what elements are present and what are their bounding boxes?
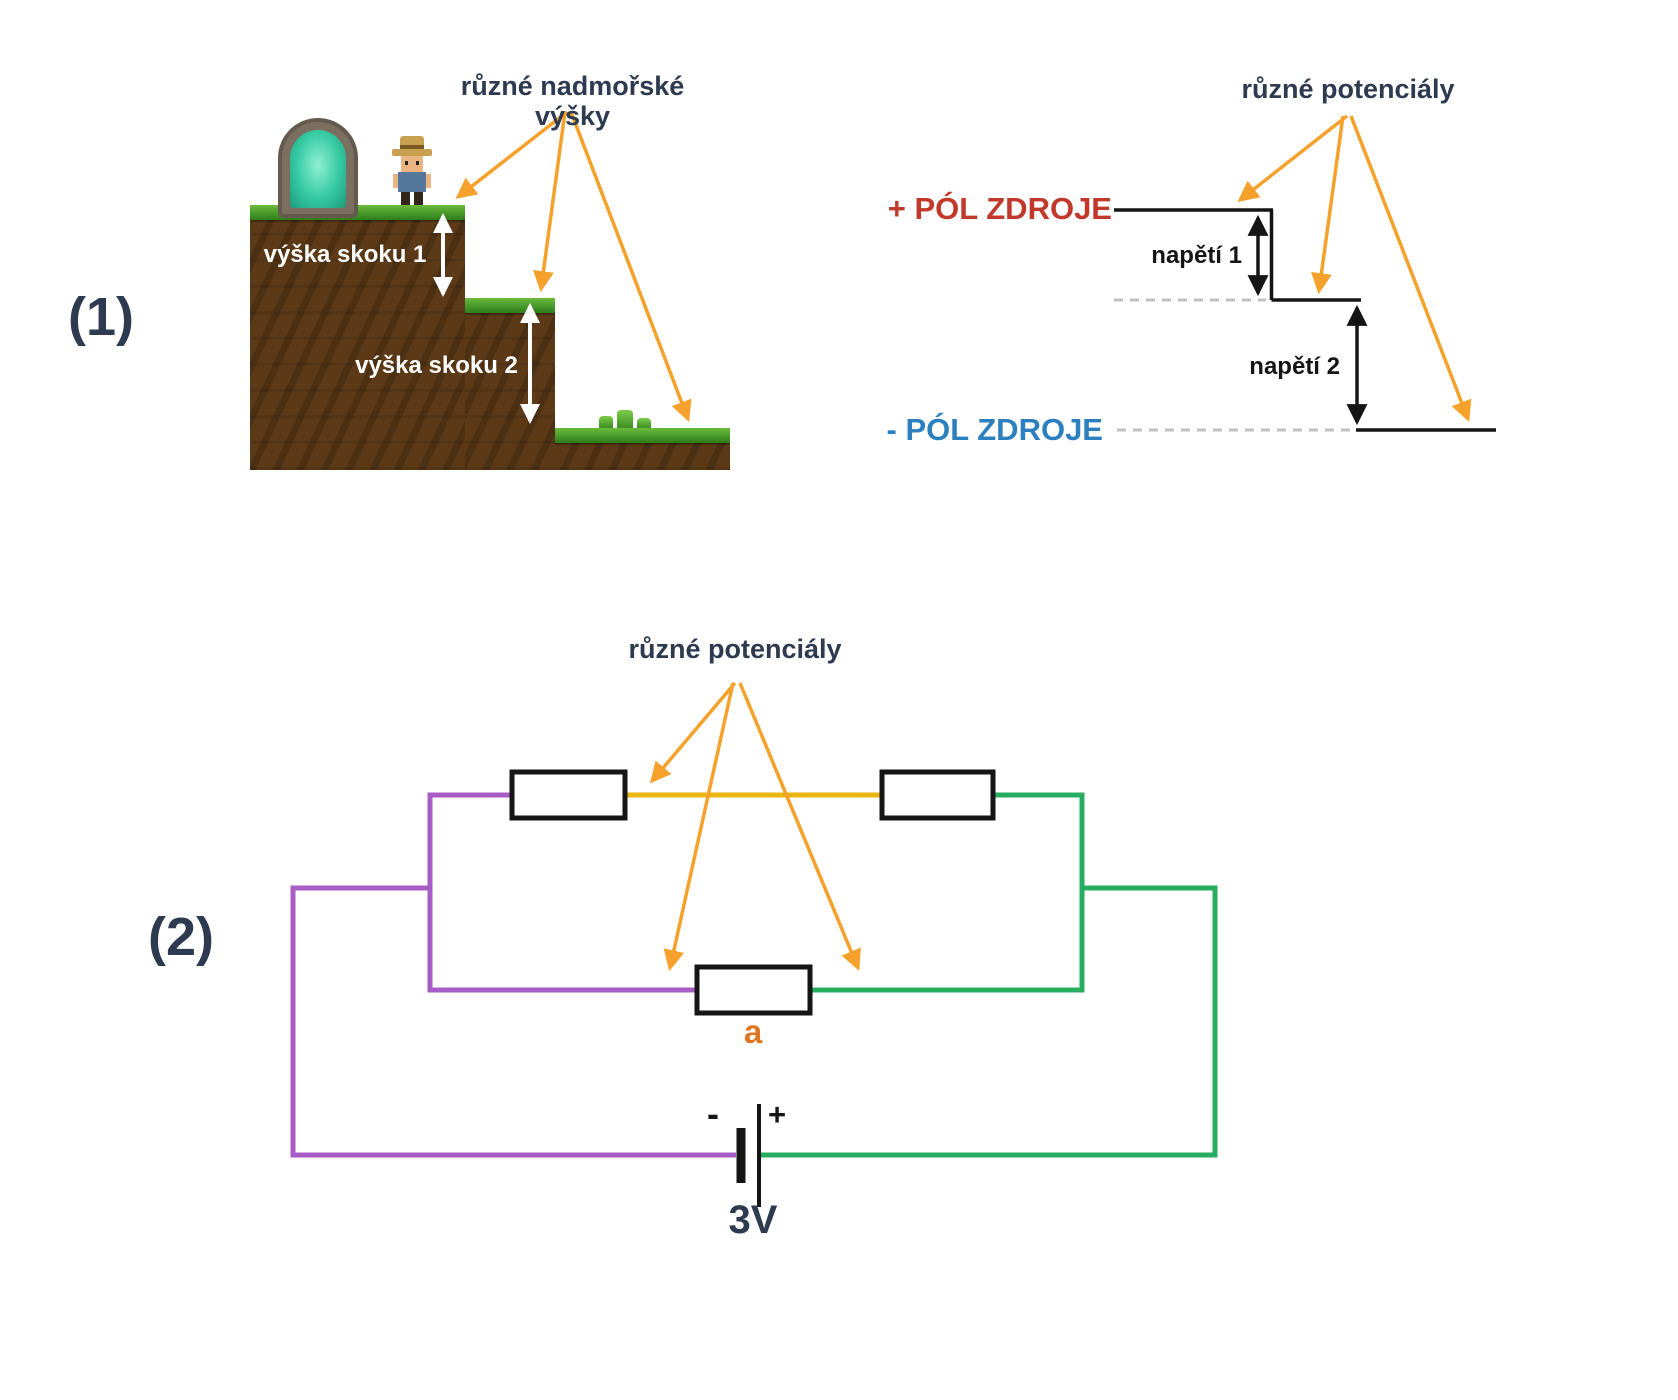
grass-tuft-blade: [599, 416, 613, 428]
battery-plus-label: +: [767, 1097, 787, 1132]
arrow-circuit-potential-1: [649, 681, 737, 784]
resistor-top-left: [509, 769, 628, 821]
character-arm-left: [393, 174, 398, 188]
grass-tuft-blade: [637, 418, 651, 428]
terrain-top-block: [250, 205, 465, 470]
jump1-label: výška skoku 1: [263, 241, 427, 268]
arrow-circuit-potential-3: [738, 682, 861, 971]
character-eye-left: [405, 161, 408, 165]
wire-green-inner: [809, 792, 1085, 993]
wire-purple-outer: [290, 885, 736, 1158]
grass-tuft-blade: [617, 410, 633, 428]
resistor-top-right: [879, 769, 996, 821]
character-leg-left: [401, 192, 410, 205]
character-head: [401, 156, 423, 172]
game-scene: [250, 110, 730, 470]
wire-green-outer: [761, 885, 1218, 1158]
arrow-potential-2: [1311, 115, 1345, 295]
arrow-potential-1: [1237, 114, 1349, 202]
voltage1-label: napětí 1: [1151, 242, 1242, 269]
plus-pole-label: + PÓL ZDROJE: [887, 191, 1112, 226]
arrow-altitude-2: [532, 111, 567, 293]
grass-tuft: [595, 410, 659, 428]
arrow-circuit-potential-2: [663, 682, 735, 972]
resistor-a-label: a: [743, 1013, 763, 1050]
section1-index: (1): [68, 287, 134, 347]
character-hat-brim: [392, 149, 432, 156]
wire-purple-inner: [427, 792, 697, 993]
terrain-middle-block: [465, 298, 555, 470]
character-eye-right: [416, 161, 419, 165]
altitude-label: různé nadmořské výšky: [460, 71, 685, 131]
battery-voltage-label: 3V: [728, 1198, 778, 1242]
minus-pole-label: - PÓL ZDROJE: [886, 412, 1103, 447]
character: [390, 136, 434, 206]
character-hat-band: [400, 145, 424, 149]
character-arm-right: [426, 174, 431, 188]
resistor-a: [694, 964, 813, 1016]
arrow-altitude-3: [569, 111, 692, 422]
arrow-potential-3: [1349, 115, 1472, 422]
potentials-label-section1: různé potenciály: [1241, 74, 1455, 104]
character-leg-right: [414, 192, 423, 205]
portal-inner: [290, 130, 346, 208]
voltage2-label: napětí 2: [1249, 353, 1340, 380]
section2-index: (2): [148, 907, 214, 967]
arrow-altitude-1: [455, 110, 569, 199]
grass-bottom: [555, 428, 730, 443]
battery-minus-label: -: [707, 1093, 719, 1134]
potentials-label-section2: různé potenciály: [628, 634, 842, 664]
portal: [278, 118, 358, 218]
jump2-label: výška skoku 2: [355, 352, 518, 379]
character-body: [398, 172, 426, 192]
